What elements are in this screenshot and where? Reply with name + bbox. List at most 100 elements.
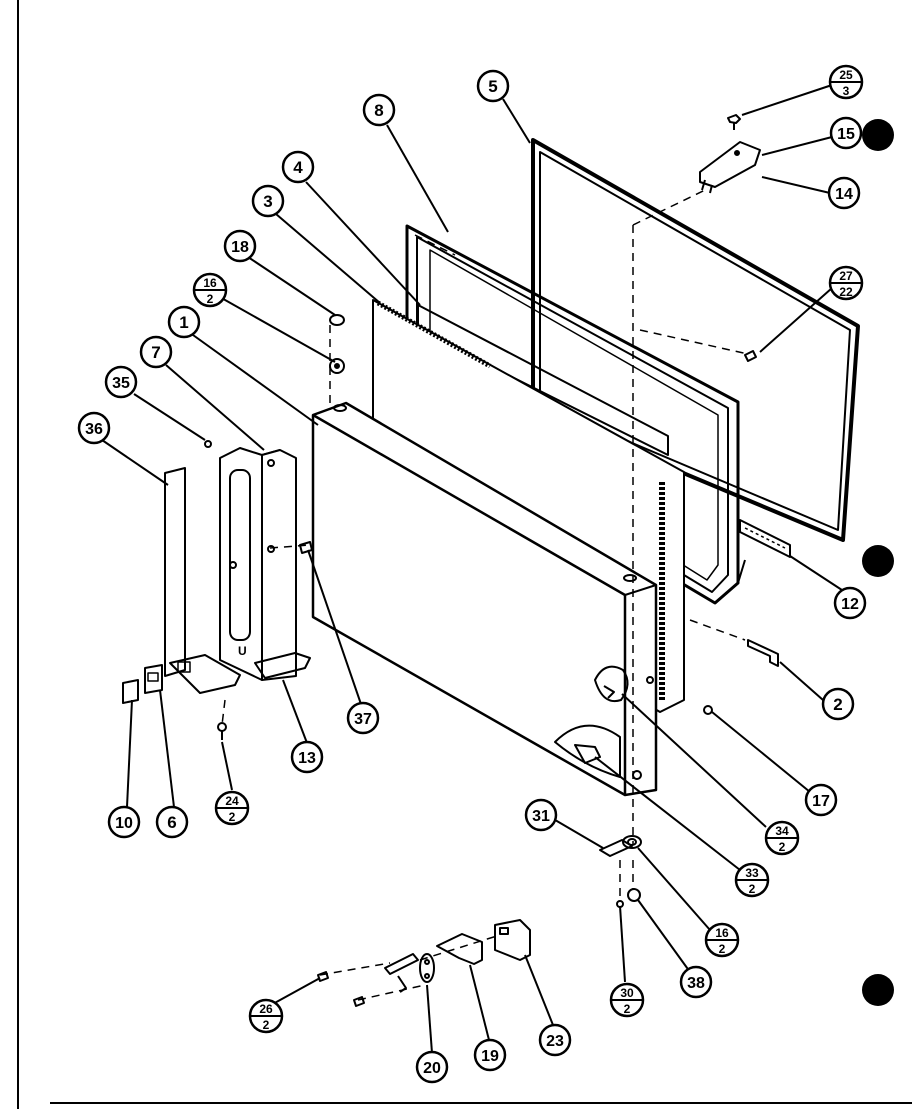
callout-13: 13 (290, 740, 324, 774)
callout-6: 6 (155, 805, 189, 839)
fasteners (204, 314, 757, 1007)
callout-label: 14 (835, 186, 853, 203)
fraction-denominator: 2 (263, 1018, 270, 1032)
callout-12: 12 (833, 586, 867, 620)
fraction-callout-26-2: 262 (248, 998, 284, 1034)
callout-label: 38 (687, 975, 705, 992)
callout-circle (473, 1038, 507, 1072)
callout-circle (281, 150, 315, 184)
callout-15: 15 (829, 116, 863, 150)
callout-17: 17 (804, 783, 838, 817)
callout-label: 37 (354, 711, 372, 728)
callout-circle (362, 93, 396, 127)
fraction-numerator: 16 (715, 926, 729, 940)
fraction-callout-34-2: 342 (764, 820, 800, 856)
callout-circle (104, 365, 138, 399)
callout-label: 20 (423, 1060, 441, 1077)
callout-circle (346, 701, 380, 735)
callout-1: 1 (167, 305, 201, 339)
callout-label: 1 (179, 313, 188, 332)
callout-20: 20 (415, 1050, 449, 1084)
bracket-part-12 (739, 519, 791, 558)
fraction-numerator: 30 (620, 986, 634, 1000)
callout-circle (679, 965, 713, 999)
callout-23: 23 (538, 1023, 572, 1057)
hinge-plate-part-7: U (219, 447, 311, 681)
gasket-frame-part-5 (531, 138, 860, 542)
callout-label: 19 (481, 1048, 499, 1065)
fraction-callout-25-3: 253 (828, 64, 864, 100)
callout-7: 7 (139, 335, 173, 369)
fraction-callout-24-2: 242 (214, 790, 250, 826)
fraction-numerator: 16 (203, 276, 217, 290)
fraction-denominator: 2 (229, 810, 236, 824)
svg-text:U: U (238, 644, 247, 658)
callout-label: 6 (167, 813, 176, 832)
callout-label: 8 (374, 101, 383, 120)
callout-circle (107, 805, 141, 839)
callout-label: 23 (546, 1033, 564, 1050)
callout-4: 4 (281, 150, 315, 184)
assembly-dashed-lines (221, 189, 749, 1001)
callout-5: 5 (476, 69, 510, 103)
callout-circle (77, 411, 111, 445)
fraction-numerator: 27 (839, 269, 853, 283)
callout-circle (155, 805, 189, 839)
callout-2: 2 (821, 687, 855, 721)
callout-3: 3 (251, 184, 285, 218)
callout-38: 38 (679, 965, 713, 999)
fraction-denominator: 3 (843, 84, 850, 98)
callout-circle (167, 305, 201, 339)
callout-10: 10 (107, 805, 141, 839)
bracket-part-2 (747, 639, 779, 667)
callout-circle (223, 229, 257, 263)
fraction-denominator: 2 (719, 942, 726, 956)
callout-8: 8 (362, 93, 396, 127)
callout-36: 36 (77, 411, 111, 445)
fraction-denominator: 2 (779, 840, 786, 854)
callout-label: 15 (837, 126, 855, 143)
callout-label: 4 (293, 158, 303, 177)
bottom-hinge-parts-19-20-23 (384, 919, 531, 993)
registration-marks (862, 119, 894, 1006)
callout-label: 7 (151, 343, 160, 362)
fraction-numerator: 24 (225, 794, 239, 808)
callout-31: 31 (524, 798, 558, 832)
callout-circle (251, 184, 285, 218)
callout-circle (821, 687, 855, 721)
callout-circle (827, 176, 861, 210)
fraction-callout-16-2: 162 (704, 922, 740, 958)
top-hinge-parts-14-15 (699, 114, 761, 194)
callout-label: 5 (488, 77, 497, 96)
callout-18: 18 (223, 229, 257, 263)
fraction-numerator: 25 (839, 68, 853, 82)
callout-label: 17 (812, 793, 830, 810)
callout-circle (538, 1023, 572, 1057)
callout-circle (829, 116, 863, 150)
callout-circle (415, 1050, 449, 1084)
callout-circle (833, 586, 867, 620)
fraction-numerator: 34 (775, 824, 789, 838)
fraction-denominator: 2 (207, 292, 214, 306)
callout-label: 18 (231, 239, 249, 256)
callout-label: 36 (85, 421, 103, 438)
fraction-denominator: 2 (749, 882, 756, 896)
callout-label: 12 (841, 596, 859, 613)
door-liner-part-4 (417, 304, 669, 456)
callout-35: 35 (104, 365, 138, 399)
callout-37: 37 (346, 701, 380, 735)
fraction-numerator: 33 (745, 866, 759, 880)
callout-circle (139, 335, 173, 369)
outer-door-part-1 (311, 401, 658, 797)
fraction-callout-33-2: 332 (734, 862, 770, 898)
callout-label: 31 (532, 808, 550, 825)
callout-label: 10 (115, 815, 133, 832)
leader-lines (101, 84, 846, 1054)
callout-14: 14 (827, 176, 861, 210)
page-border (17, 0, 912, 1109)
